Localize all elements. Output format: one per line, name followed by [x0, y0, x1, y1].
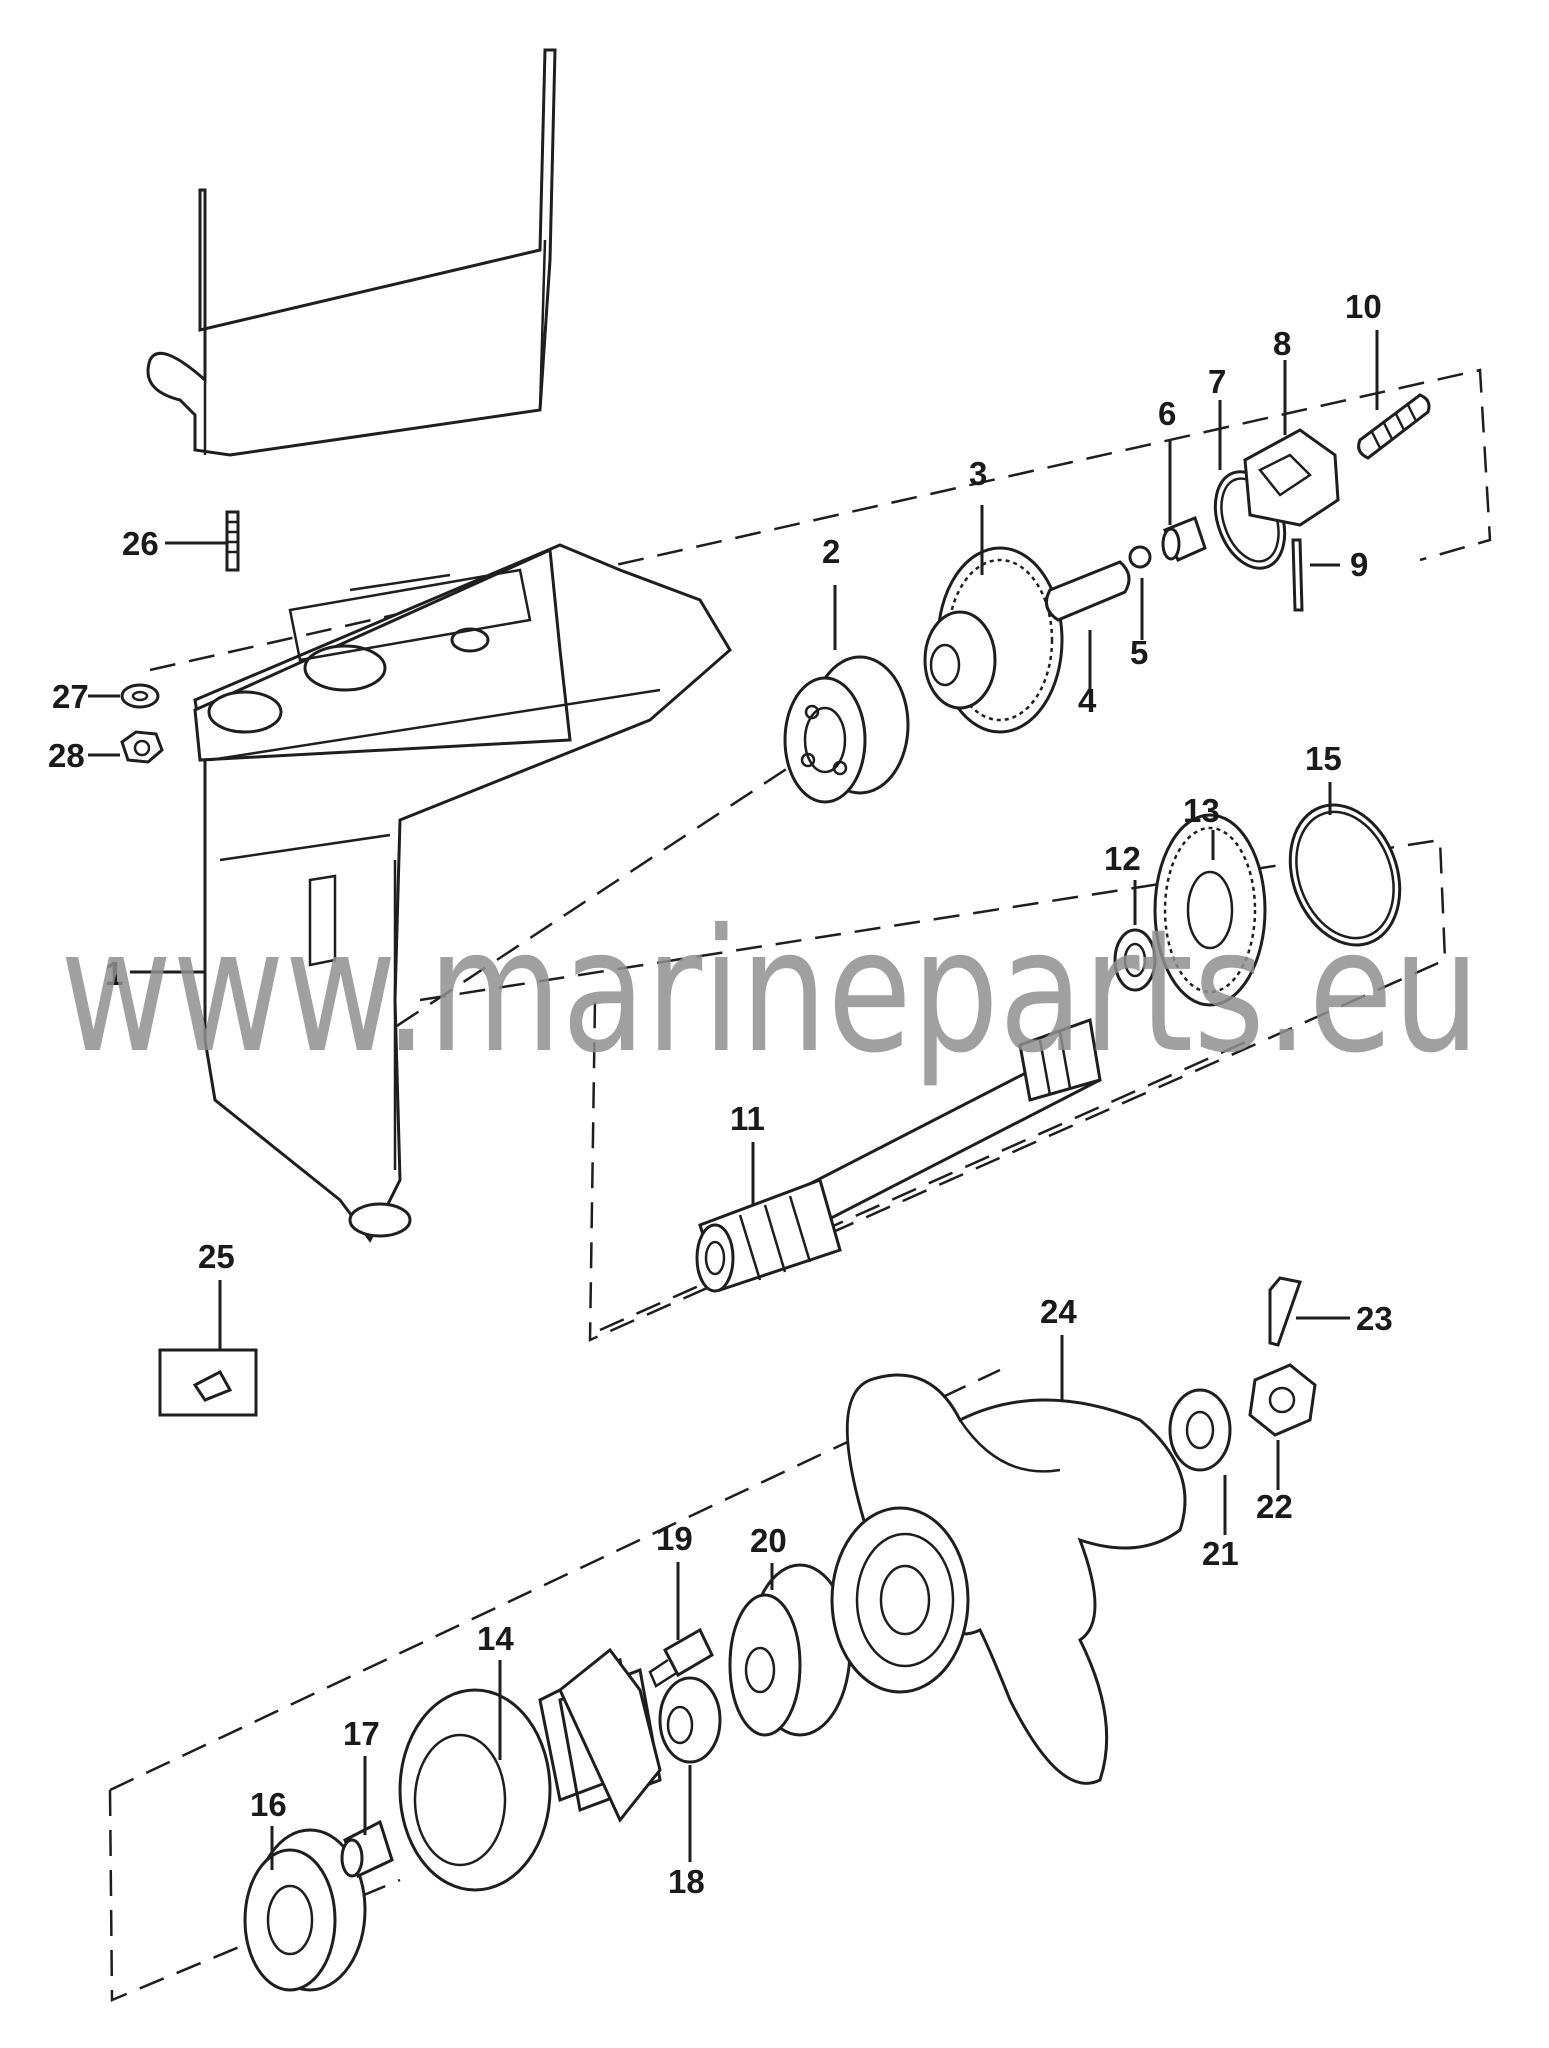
callout-3: 3 [969, 455, 987, 492]
callout-24: 24 [1040, 1293, 1077, 1330]
part-25-anode-box [158, 1348, 258, 1417]
part-21-washer [1168, 1388, 1232, 1472]
callout-14: 14 [477, 1620, 514, 1657]
watermark-text: www.marineparts.eu [60, 893, 1480, 1091]
callout-8: 8 [1273, 325, 1291, 362]
part-27-washer [120, 683, 160, 709]
callout-18: 18 [668, 1863, 705, 1900]
callout-15: 15 [1305, 740, 1342, 777]
part-1-gear-housing [146, 48, 732, 1243]
callout-26: 26 [122, 525, 159, 562]
part-19-bolt [648, 1627, 714, 1688]
callout-16: 16 [250, 1786, 287, 1823]
leader-lines [88, 330, 1379, 1870]
callout-labels: 1 2 3 4 5 6 7 8 9 10 11 12 13 14 15 16 1… [48, 288, 1393, 1900]
part-17-needle-bearing [340, 1819, 394, 1879]
part-28-nut [120, 730, 164, 764]
part-26-stud [225, 510, 240, 572]
part-13-reverse-gear [1153, 813, 1267, 1007]
callout-7: 7 [1208, 363, 1226, 400]
callout-25: 25 [198, 1238, 235, 1275]
callout-6: 6 [1158, 395, 1176, 432]
part-22-nut [1248, 1363, 1317, 1437]
part-9-pin [1291, 538, 1304, 612]
part-2-bearing [783, 655, 910, 804]
callout-12: 12 [1104, 840, 1141, 877]
part-18-washer [658, 1676, 722, 1764]
callout-2: 2 [822, 533, 840, 570]
part-5-ball [1128, 545, 1152, 569]
part-23-cotter-pin [1268, 1276, 1302, 1347]
part-14-bearing-carrier [398, 1647, 662, 1892]
callout-9: 9 [1350, 546, 1368, 583]
callout-4: 4 [1078, 682, 1097, 719]
callout-27: 27 [52, 678, 89, 715]
callout-23: 23 [1356, 1300, 1393, 1337]
part-15-o-ring [1288, 803, 1402, 947]
part-6-sleeve [1161, 516, 1207, 562]
assembly-dashed-outlines [108, 368, 1492, 2002]
callout-11: 11 [730, 1100, 765, 1137]
callout-5: 5 [1130, 634, 1148, 671]
callout-1: 1 [105, 955, 123, 992]
callout-17: 17 [343, 1715, 380, 1752]
callout-13: 13 [1183, 792, 1220, 829]
part-16-bearing [243, 1828, 367, 1992]
part-8-clutch [1243, 428, 1340, 527]
part-12-washer [1113, 928, 1157, 992]
callout-20: 20 [750, 1522, 787, 1559]
callout-21: 21 [1202, 1535, 1239, 1572]
part-4-shaft-pin [1044, 560, 1131, 622]
part-11-propeller-shaft [695, 1017, 1102, 1293]
callout-10: 10 [1345, 288, 1382, 325]
callout-28: 28 [48, 737, 85, 774]
part-10-spring [1357, 393, 1431, 460]
callout-22: 22 [1256, 1488, 1293, 1525]
part-3-forward-gear [923, 546, 1064, 734]
callout-19: 19 [656, 1520, 693, 1557]
part-20-thrust-hub [728, 1563, 852, 1737]
part-24-propeller [830, 1373, 1187, 1785]
